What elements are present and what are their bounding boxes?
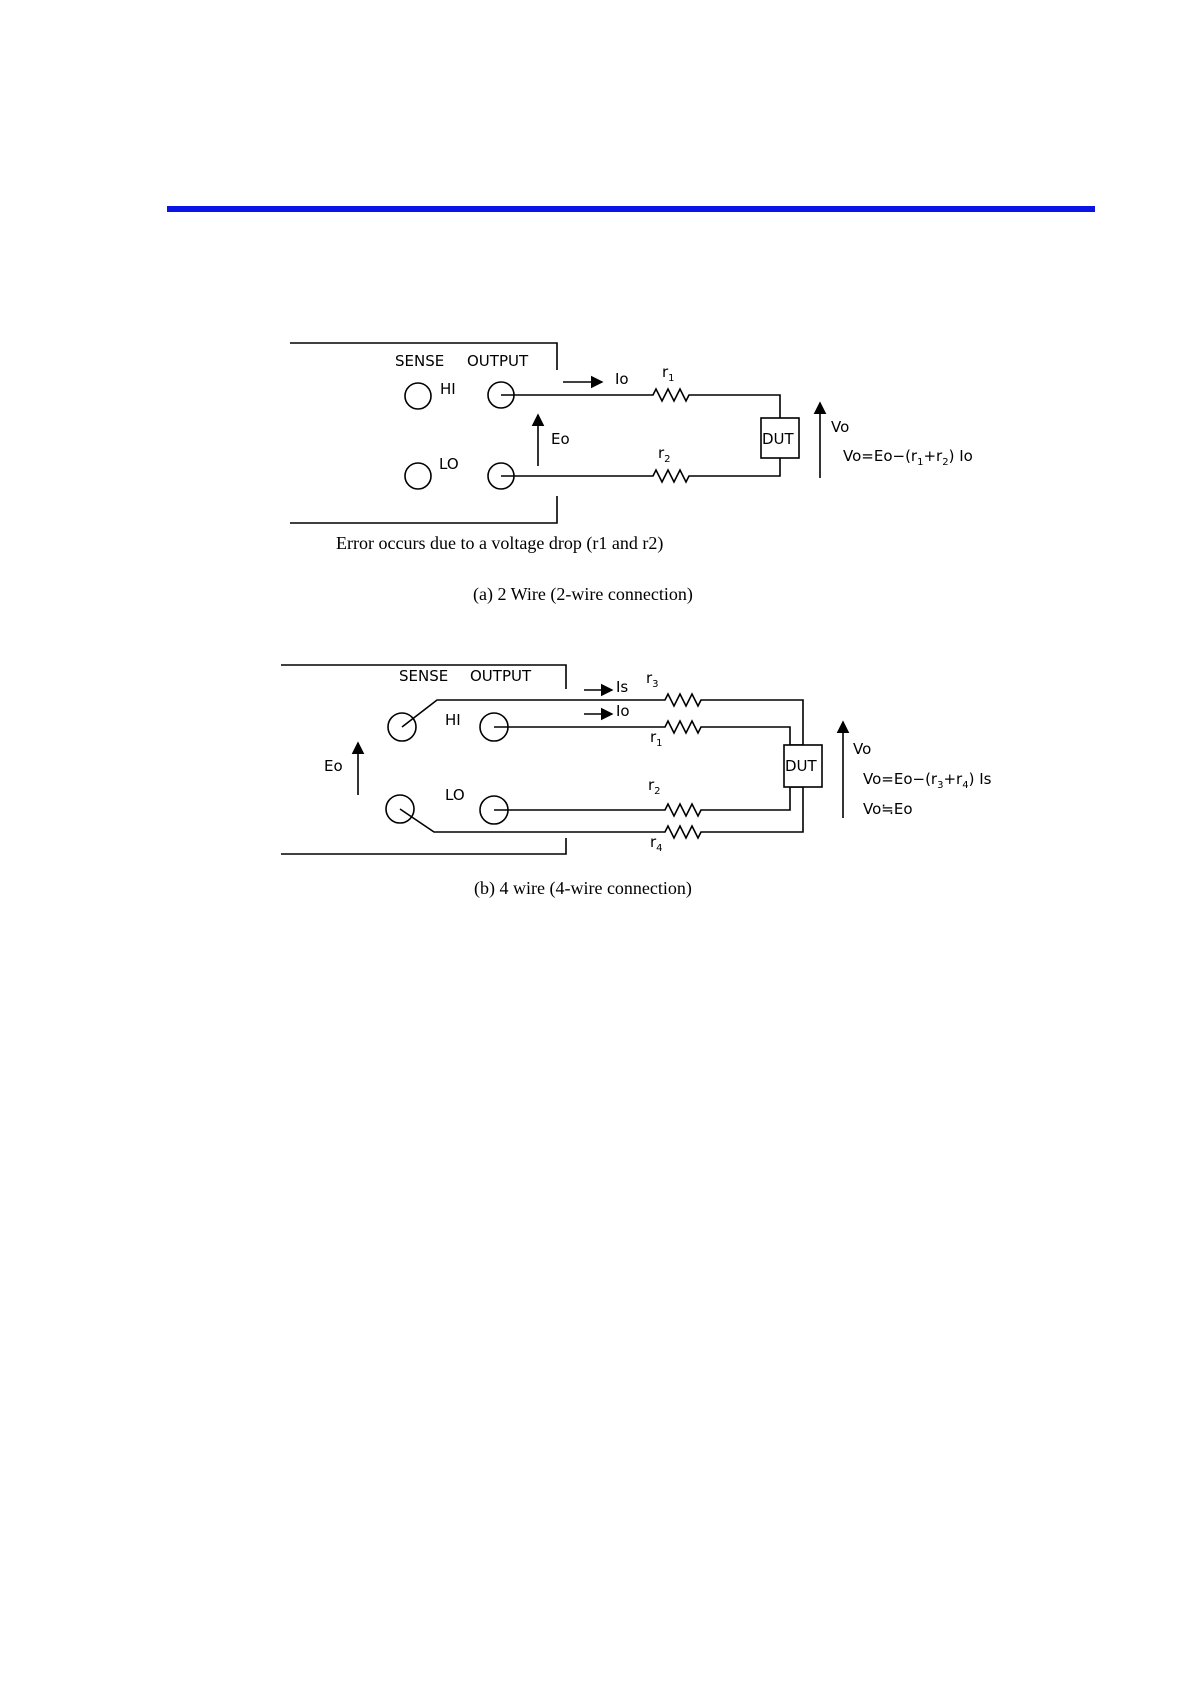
vo-label-a: Vo — [831, 418, 849, 436]
caption-b: (b) 4 wire (4-wire connection) — [474, 878, 692, 899]
error-note-a: Error occurs due to a voltage drop (r1 a… — [336, 533, 663, 554]
is-label-b: Is — [616, 678, 628, 696]
formula-a: Vo=Eo−(r1+r2) Io — [843, 447, 973, 468]
eo-label-b: Eo — [324, 757, 343, 775]
lo-wire-a — [501, 458, 780, 482]
lo-label-b: LO — [445, 786, 465, 804]
r1-label-b: r1 — [650, 728, 663, 749]
output-lo-wire-b — [494, 787, 790, 816]
dut-label-a: DUT — [762, 430, 795, 448]
output-label-a: OUTPUT — [467, 352, 529, 370]
sense-label-b: SENSE — [399, 667, 448, 685]
r3-label-b: r3 — [646, 669, 659, 690]
diagram-2-wire: SENSE OUTPUT HI LO DUT Io Eo r1 r2 Vo Vo… — [290, 343, 973, 605]
dut-label-b: DUT — [785, 757, 818, 775]
sense-hi-wire-b — [402, 694, 803, 745]
io-label-b: Io — [616, 702, 630, 720]
r2-label-b: r2 — [648, 776, 661, 797]
sense-hi-terminal-a — [405, 383, 431, 409]
instrument-outline-a — [290, 343, 557, 523]
sense-lo-terminal-a — [405, 463, 431, 489]
sense-label-a: SENSE — [395, 352, 444, 370]
r2-label-a: r2 — [658, 444, 671, 465]
output-label-b: OUTPUT — [470, 667, 532, 685]
formula-b: Vo=Eo−(r3+r4) Is — [863, 770, 992, 791]
hi-label-b: HI — [445, 711, 461, 729]
caption-a: (a) 2 Wire (2-wire connection) — [473, 584, 693, 605]
hi-label-a: HI — [440, 380, 456, 398]
eo-label-a: Eo — [551, 430, 570, 448]
io-label-a: Io — [615, 370, 629, 388]
r1-label-a: r1 — [662, 363, 675, 384]
diagram-4-wire: SENSE OUTPUT HI LO DUT Is Io r3 r1 r2 r4… — [281, 665, 992, 899]
approx-formula-b: Vo≒Eo — [863, 800, 913, 818]
vo-label-b: Vo — [853, 740, 871, 758]
lo-label-a: LO — [439, 455, 459, 473]
r4-label-b: r4 — [650, 833, 663, 854]
output-hi-wire-b — [494, 721, 790, 745]
hi-wire-a — [501, 389, 780, 418]
